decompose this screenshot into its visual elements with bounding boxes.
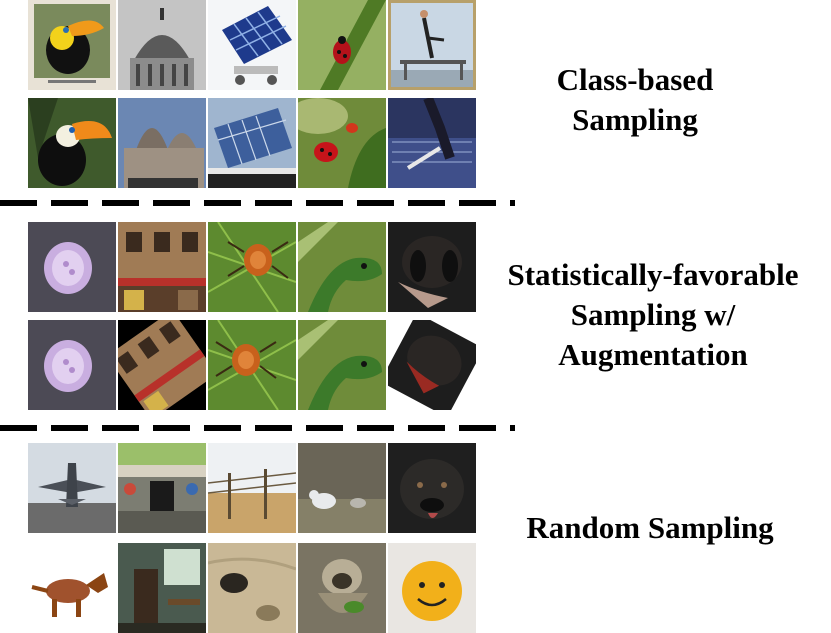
dog-photo [388, 443, 476, 533]
street-market-photo [118, 443, 206, 533]
statistically-favorable-sampling-label: Statistically-favorable Sampling w/ Augm… [488, 255, 818, 375]
dog-photo [388, 222, 476, 312]
fighter-jet-photo [28, 443, 116, 533]
toucan-photo [28, 0, 116, 90]
building-photo [118, 320, 206, 410]
spider-photo [208, 222, 296, 312]
fence-field-photo [208, 443, 296, 533]
ladybug-photo [298, 98, 386, 188]
class-based-sampling-label-line-2: Sampling [572, 102, 698, 137]
solar-panel-photo [208, 98, 296, 188]
jellyfish-photo [28, 320, 116, 410]
ladybug-photo [298, 0, 386, 90]
statistically-favorable-label-line-3: Augmentation [558, 337, 748, 372]
room-interior-photo [118, 543, 206, 633]
snake-photo [298, 320, 386, 410]
random-sampling-label: Random Sampling [510, 508, 790, 548]
jellyfish-photo [28, 222, 116, 312]
gymnast-photo [388, 0, 476, 90]
spider-photo [208, 320, 296, 410]
solar-panel-photo [208, 0, 296, 90]
section-divider-dashed-2 [0, 425, 515, 431]
statistically-favorable-label-line-1: Statistically-favorable [507, 257, 799, 292]
class-based-sampling-label: Class-based Sampling [515, 60, 755, 140]
gymnast-photo [388, 98, 476, 188]
statistically-favorable-label-line-2: Sampling w/ [570, 297, 736, 332]
sand-photo [208, 543, 296, 633]
class-based-sampling-label-line-1: Class-based [556, 62, 714, 97]
snake-photo [298, 222, 386, 312]
triceratops-toy-photo [28, 543, 116, 633]
fox-photo [298, 443, 386, 533]
dog-photo [388, 320, 476, 410]
section-divider-dashed-1 [0, 200, 515, 206]
dome-photo [118, 0, 206, 90]
random-sampling-label-line-1: Random Sampling [526, 510, 774, 545]
sloth-photo [298, 543, 386, 633]
dome-photo [118, 98, 206, 188]
toucan-photo [28, 98, 116, 188]
smiling-orange-photo [388, 543, 476, 633]
building-photo [118, 222, 206, 312]
